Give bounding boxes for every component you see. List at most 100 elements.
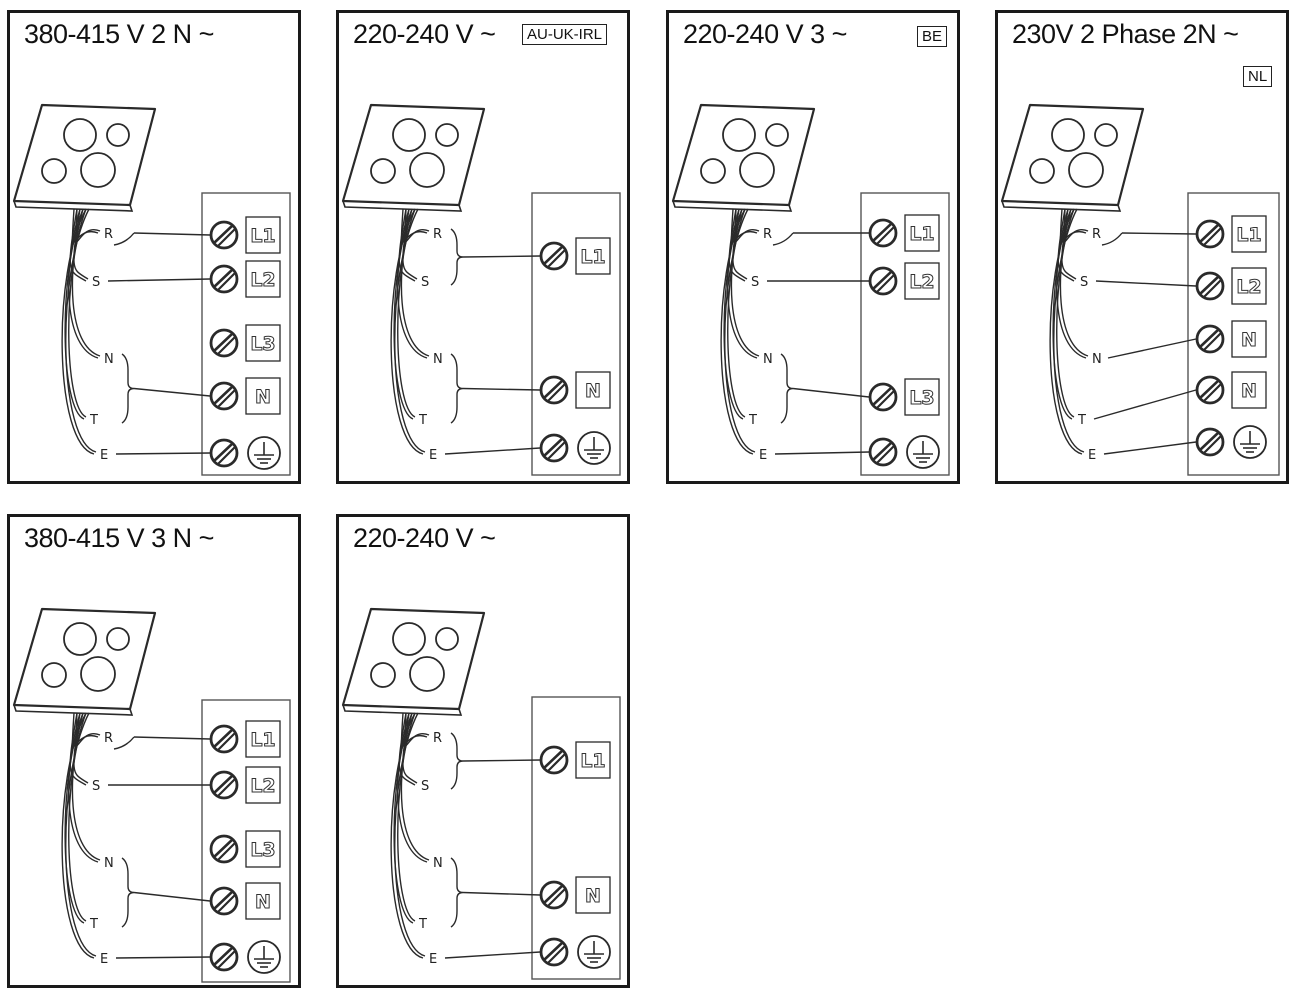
panel-title: 220-240 V 3 ~ <box>683 19 847 49</box>
cooktop-icon <box>341 607 486 716</box>
connection-line <box>450 732 541 790</box>
wire-label-t: T <box>1077 413 1086 428</box>
wire-label-n: N <box>433 856 443 871</box>
screw-terminal-icon <box>1195 375 1225 405</box>
wire-label-t: T <box>89 413 98 428</box>
region-tag: AU-UK-IRL <box>522 24 608 45</box>
terminal-label-box <box>1231 320 1267 358</box>
terminal-label-box <box>904 262 940 300</box>
wire-label-s: S <box>751 275 759 290</box>
screw-terminal-icon <box>209 438 239 468</box>
screw-terminal-icon <box>209 724 239 754</box>
connection-line <box>1093 389 1197 420</box>
cable-bundle <box>390 208 430 455</box>
wire-label-r: R <box>433 227 442 242</box>
screw-terminal-icon <box>209 942 239 972</box>
wire-label-t: T <box>748 413 757 428</box>
wire-label-n: N <box>104 352 114 367</box>
earth-ground-icon <box>577 431 611 465</box>
connection-line <box>115 452 211 455</box>
wire-label-e: E <box>759 448 767 463</box>
screw-terminal-icon <box>539 241 569 271</box>
cooktop-icon <box>12 103 157 212</box>
connection-line <box>121 353 211 424</box>
wire-label-r: R <box>104 227 113 242</box>
wire-label-e: E <box>100 952 108 967</box>
wire-label-n: N <box>104 856 114 871</box>
connection-line <box>1107 338 1197 359</box>
terminal-label: L1 <box>580 750 605 772</box>
terminal-label-box <box>245 216 281 254</box>
screw-terminal-icon <box>868 382 898 412</box>
connection-line <box>121 857 211 928</box>
earth-ground-icon <box>577 935 611 969</box>
terminal-label: L3 <box>250 333 275 355</box>
panel-title: 230V 2 Phase 2N ~ <box>1012 19 1239 49</box>
screw-terminal-icon <box>209 770 239 800</box>
screw-terminal-icon <box>868 266 898 296</box>
screw-terminal-icon <box>209 264 239 294</box>
terminal-label-box <box>245 830 281 868</box>
earth-ground-icon <box>906 435 940 469</box>
connection-line <box>780 353 870 424</box>
terminal-label-box <box>245 324 281 362</box>
wire-label-n: N <box>763 352 773 367</box>
wire-label-t: T <box>418 413 427 428</box>
terminal-label: L1 <box>580 246 605 268</box>
wire-label-e: E <box>429 448 437 463</box>
panel-title: 380-415 V 2 N ~ <box>24 19 214 49</box>
terminal-label: N <box>1241 380 1257 402</box>
terminal-label: L1 <box>250 729 275 751</box>
terminal-label: N <box>255 891 271 913</box>
wire-label-s: S <box>421 275 429 290</box>
wire-label-s: S <box>1080 275 1088 290</box>
connection-line <box>450 857 541 928</box>
terminal-label-box <box>1231 371 1267 409</box>
terminal-label-box <box>245 260 281 298</box>
wire-label-s: S <box>92 275 100 290</box>
terminal-label-box <box>904 214 940 252</box>
cooktop-icon <box>1000 103 1145 212</box>
connection-line <box>444 447 541 455</box>
terminal-label: L1 <box>1236 224 1261 246</box>
cooktop-icon <box>341 103 486 212</box>
wire-label-r: R <box>1092 227 1101 242</box>
cable-bundle <box>720 208 760 455</box>
wire-label-s: S <box>421 779 429 794</box>
terminal-label-box <box>245 720 281 758</box>
wire-label-t: T <box>89 917 98 932</box>
terminal-label-box <box>904 378 940 416</box>
terminal-label-box <box>575 876 611 914</box>
cable-bundle <box>1049 208 1089 455</box>
earth-ground-icon <box>247 436 281 470</box>
terminal-label-box <box>245 766 281 804</box>
panel-title: 220-240 V ~ <box>353 523 496 553</box>
screw-terminal-icon <box>209 381 239 411</box>
screw-terminal-icon <box>539 880 569 910</box>
panel-title: 220-240 V ~ <box>353 19 496 49</box>
screw-terminal-icon <box>539 937 569 967</box>
cable-bundle <box>61 208 101 455</box>
connection-line <box>444 951 541 959</box>
terminal-label: N <box>1241 329 1257 351</box>
screw-terminal-icon <box>539 433 569 463</box>
wire-label-r: R <box>104 731 113 746</box>
screw-terminal-icon <box>209 328 239 358</box>
cooktop-icon <box>12 607 157 716</box>
terminal-label: L1 <box>250 225 275 247</box>
screw-terminal-icon <box>209 220 239 250</box>
region-tag: BE <box>917 26 948 47</box>
cable-bundle <box>390 712 430 959</box>
screw-terminal-icon <box>1195 324 1225 354</box>
wire-label-r: R <box>433 731 442 746</box>
connection-line <box>450 228 541 286</box>
screw-terminal-icon <box>868 218 898 248</box>
connection-line <box>115 956 211 959</box>
